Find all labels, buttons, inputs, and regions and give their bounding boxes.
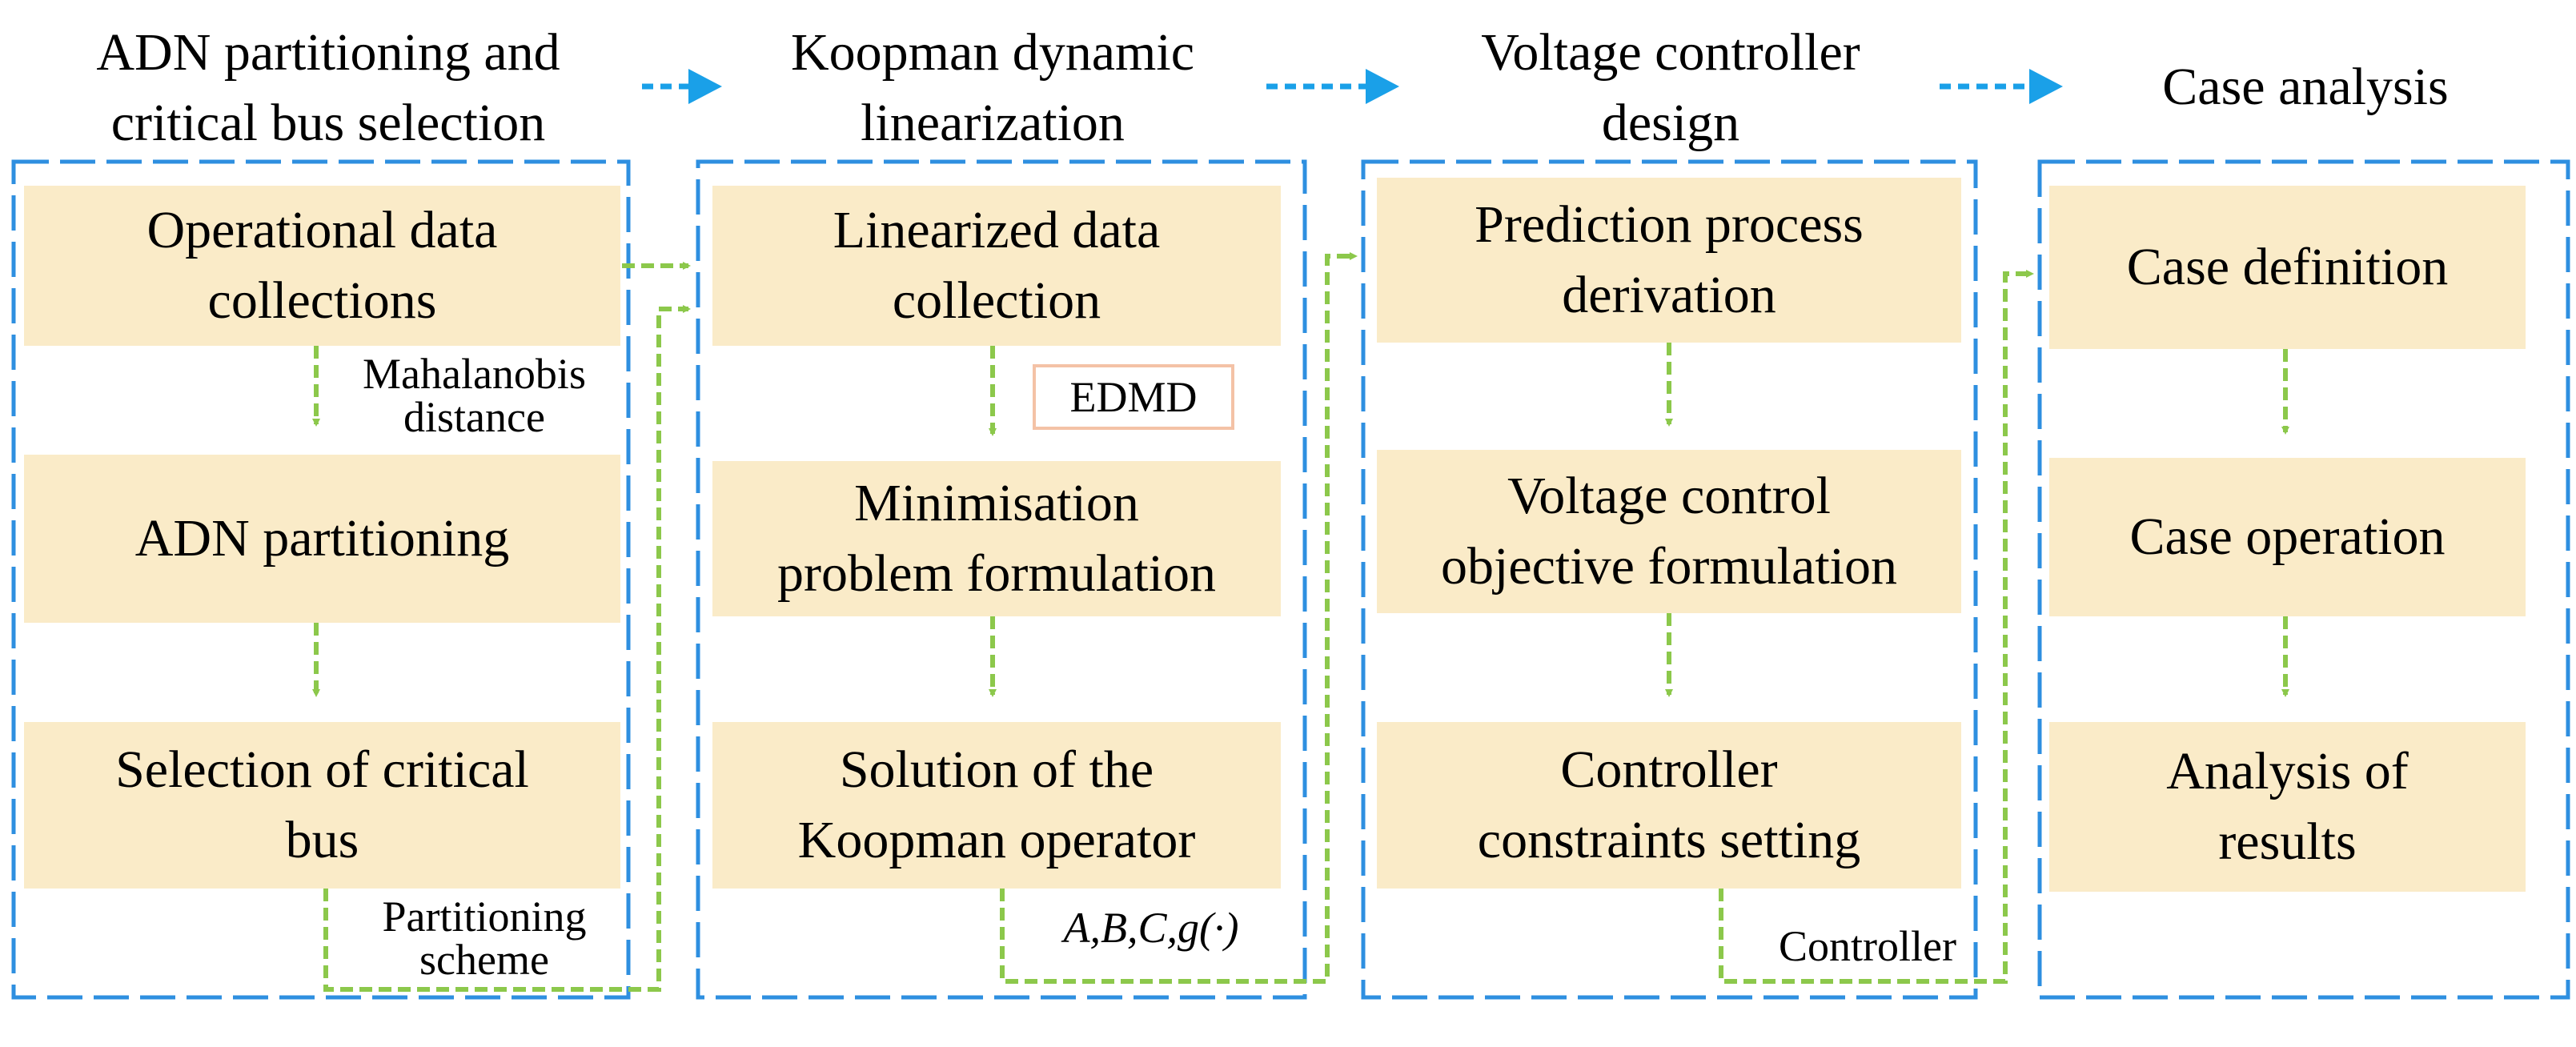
step-minimisation-problem: Minimisation problem formulation (712, 461, 1281, 616)
stage-frame-4 (2037, 159, 2570, 1000)
step-operational-data: Operational data collections (24, 186, 620, 346)
stage-arrow-1-2 (642, 69, 722, 104)
step-case-definition: Case definition (2049, 186, 2526, 349)
step-adn-partitioning: ADN partitioning (24, 455, 620, 623)
stage-frame-1 (11, 159, 631, 1000)
arrow-scheme-to-linearized (323, 305, 691, 992)
stage-title-4: Case analysis (2162, 58, 2449, 116)
stage-title-3: Voltage controller design (1481, 23, 1860, 152)
stage-arrow-3-4 (1940, 69, 2063, 104)
stage-frame-2 (696, 159, 1307, 1000)
label-koopman-output: A,B,C,g(·) (1063, 904, 1239, 952)
stage-arrow-2-3 (1266, 69, 1399, 104)
stage-frames (11, 159, 2570, 1000)
step-voltage-objective: Voltage control objective formulation (1377, 450, 1961, 613)
stage-frame-3 (1361, 159, 1978, 1000)
step-linearized-data: Linearized data collection (712, 186, 1281, 346)
arrow-operator-to-prediction (1000, 252, 1358, 984)
arrow-controller-to-case (1719, 270, 2034, 984)
step-selection-critical-bus: Selection of critical bus (24, 722, 620, 889)
flow-arrows (312, 252, 2289, 992)
step-koopman-operator: Solution of the Koopman operator (712, 722, 1281, 889)
step-case-operation: Case operation (2049, 458, 2526, 616)
step-controller-constraints: Controller constraints setting (1377, 722, 1961, 889)
step-analysis-results: Analysis of results (2049, 722, 2526, 892)
stage-arrows (642, 69, 2063, 104)
stage-title-2: Koopman dynamic linearization (790, 23, 1195, 152)
label-edmd: EDMD (1033, 364, 1234, 430)
label-mahalanobis-distance: Mahalanobis distance (363, 350, 586, 441)
stage-title-1: ADN partitioning and critical bus select… (96, 23, 560, 152)
label-partitioning-scheme: Partitioning scheme (382, 893, 587, 984)
label-controller: Controller (1779, 922, 1956, 970)
step-prediction-process: Prediction process derivation (1377, 178, 1961, 343)
